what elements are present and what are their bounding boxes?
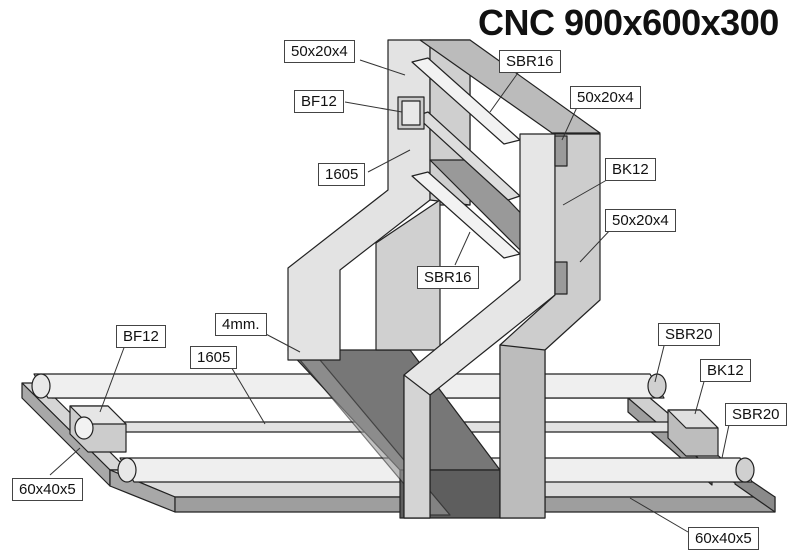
bk12-block-upper [554,135,568,167]
label-60x40x5-right: 60x40x5 [688,527,759,550]
label-bk12-upper: BK12 [605,158,656,181]
label-sbr20-lower: SBR20 [725,403,787,426]
leader-lines [49,59,731,533]
label-60x40x5-left: 60x40x5 [12,478,83,501]
label-50x20x4-c: 50x20x4 [605,209,676,232]
label-bf12-lower: BF12 [116,325,166,348]
label-4mm: 4mm. [215,313,267,336]
label-50x20x4-b: 50x20x4 [570,86,641,109]
label-gantry-post-top: 50x20x4 [284,40,355,63]
gantry-front [403,133,601,519]
drawing-title: CNC 900x600x300 [478,2,779,43]
label-bk12-lower: BK12 [700,359,751,382]
label-sbr20-upper: SBR20 [658,323,720,346]
gantry-top-beam [419,39,601,134]
label-sbr16-upper: SBR16 [499,50,561,73]
label-1605-lower: 1605 [190,346,238,369]
label-bf12-upper: BF12 [294,90,344,113]
label-1605-upper: 1605 [318,163,366,186]
label-sbr16-lower: SBR16 [417,266,479,289]
